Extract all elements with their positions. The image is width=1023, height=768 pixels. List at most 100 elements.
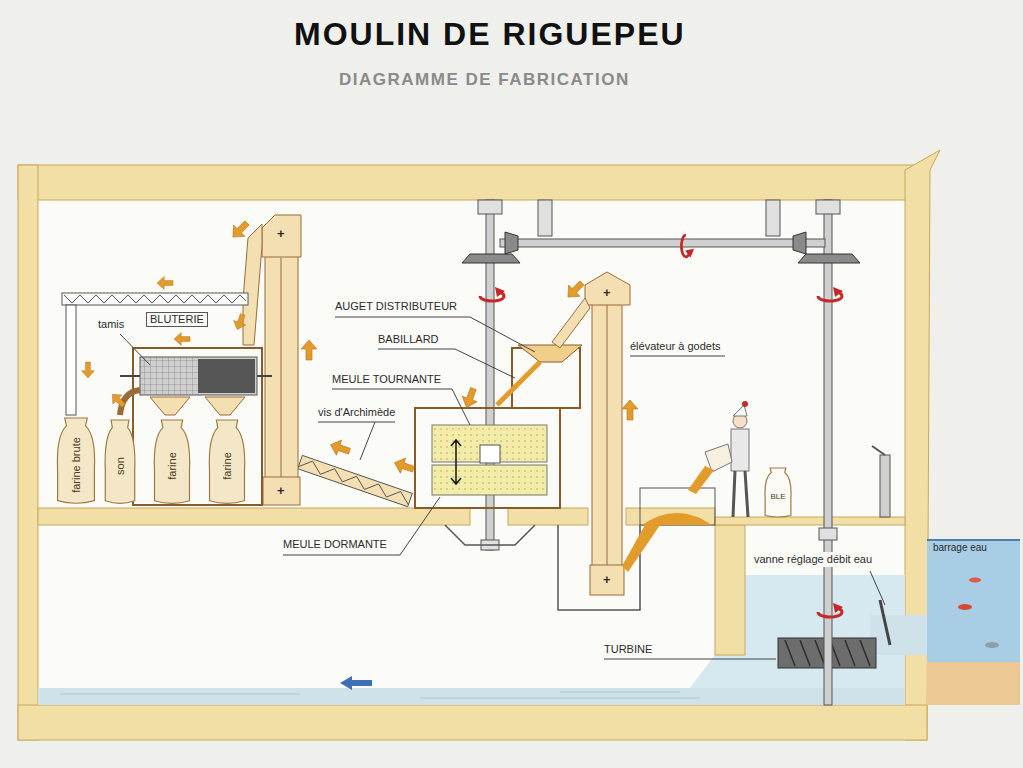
flow-arrow [174,333,190,346]
flow-arrow [328,437,352,459]
floor [38,508,470,525]
sack-label: farine [166,452,179,480]
leader-line [283,497,440,555]
floor [715,517,905,525]
interior [38,200,905,705]
rotation-arrow [480,287,505,301]
bevel-gear [798,254,860,263]
fish [985,642,999,648]
rotation-arrow [818,603,843,617]
flow-arrow [157,277,173,290]
flow-arrow [231,312,249,331]
flow-arrow [301,340,317,360]
part-label: BABILLARD [378,333,439,346]
left-wall [18,165,38,740]
chute [552,298,590,348]
part-label: vanne réglage débit eau [752,552,874,567]
part-label: MEULE TOURNANTE [332,373,441,386]
part-label: barrage eau [931,541,989,555]
head-mark: + [277,484,285,499]
hanger [766,200,780,236]
grain-bin [640,488,715,525]
miller-legs [733,471,748,517]
duct [243,224,262,345]
flow-arrow [562,277,587,302]
flow-arrow [622,400,638,420]
cap-pompom [742,401,748,407]
leader-line [318,422,395,460]
foundation [18,705,927,740]
stone-housing [415,408,560,508]
line-shaft [500,239,825,247]
stone-texture [432,465,547,495]
part-label: tamis [98,318,124,331]
sack-text: farine [166,452,179,480]
leader-line [335,317,535,352]
conveyor-drop [66,305,76,415]
gate-lever [880,455,890,517]
sieve-drum [140,357,257,395]
head-mark: + [603,573,611,588]
bearing [816,200,840,214]
outlet-funnel [205,397,245,415]
miller-body [731,429,749,471]
bevel-gear [505,232,518,254]
leader-line [870,571,885,605]
sack: farine [208,420,246,505]
intake-water [870,615,930,655]
floor [626,508,715,525]
shoe [497,362,540,405]
river-bed [927,662,1020,705]
bevel-gear [793,232,806,254]
head-mark: + [603,286,611,301]
hanger [538,200,552,236]
sack-shape [57,418,94,503]
vertical-shaft [824,200,832,705]
dam-water [927,540,1020,662]
bearing [478,200,502,214]
stone-texture [432,425,547,462]
chamber-wall [715,525,745,655]
part-label: élévateur à godets [630,340,721,353]
outlet-funnel [150,397,190,415]
elevator-boot [263,477,300,505]
sack-text: BLE [770,492,785,501]
lever-handle [872,446,885,455]
sack-text: farine brute [70,437,83,493]
grain-bag [705,444,732,472]
flow-arrow [392,455,416,477]
roof-beam [18,165,918,200]
bevel-gear [462,254,520,263]
flow-arrow [459,386,481,410]
sack-shape [105,420,135,503]
screw-conveyor [62,293,248,305]
vertical-shaft [486,200,494,550]
part-label: MEULE DORMANTE [283,538,387,551]
part-label: vis d'Archimède [318,406,395,419]
elevator-head [585,272,630,305]
grain-chute [622,525,660,572]
sluice-gate [880,600,890,645]
runner-stone [432,425,547,462]
part-label: AUGET DISTRIBUTEUR [335,300,457,313]
coupling [819,528,837,540]
sack-text: farine [221,452,234,480]
sack-text: son [114,457,127,475]
sack-shape [209,420,244,503]
elevator-divider [607,305,608,565]
diagram-title: MOULIN DE RIGUEPEU [294,16,686,53]
leader-line [120,334,150,365]
rotation-arrow [681,235,694,258]
sack-label: son [114,457,127,475]
fish [969,578,981,583]
flow-arrow [340,676,372,690]
flow-arrow [82,362,95,378]
sack-label: farine [221,452,234,480]
bed-stone [432,465,547,495]
grain-pour [688,466,714,494]
sack-label: farine brute [70,437,83,493]
subtitle: DIAGRAMME DE FABRICATION [339,70,630,90]
adjust-arrow [451,440,461,484]
